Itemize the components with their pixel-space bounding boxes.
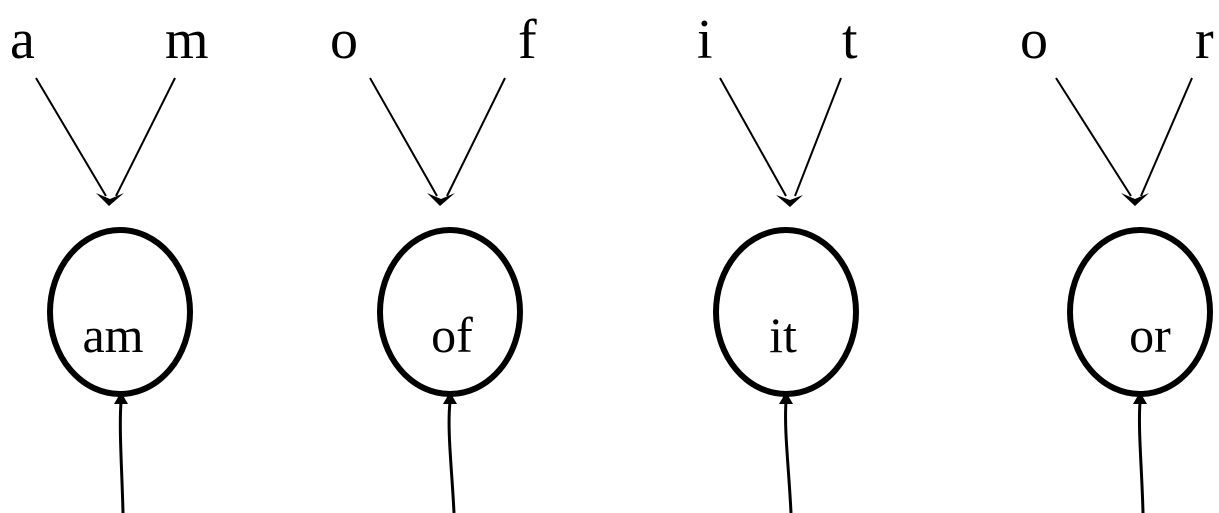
arrow-right bbox=[794, 77, 842, 197]
letter-left: a bbox=[10, 9, 35, 71]
balloon-group-of: o f of bbox=[330, 9, 537, 513]
letter-right: m bbox=[165, 9, 209, 71]
balloon-word: or bbox=[1129, 307, 1171, 363]
arrow-left bbox=[1055, 77, 1132, 197]
arrowhead bbox=[427, 193, 455, 206]
balloon-knot bbox=[1133, 392, 1147, 404]
letter-left: i bbox=[697, 9, 713, 71]
balloon-group-am: a m am bbox=[10, 9, 209, 513]
balloon-word: of bbox=[431, 307, 473, 363]
arrow-right bbox=[1140, 77, 1193, 197]
letter-left: o bbox=[330, 9, 358, 71]
balloon-knot bbox=[114, 392, 128, 404]
arrow-right bbox=[115, 77, 176, 197]
letter-right: t bbox=[842, 9, 858, 71]
arrowhead bbox=[96, 193, 124, 206]
balloon-string bbox=[1137, 401, 1145, 513]
arrow-left bbox=[369, 77, 438, 197]
balloon-string bbox=[447, 401, 456, 513]
balloon-word: it bbox=[769, 307, 797, 363]
balloon-group-it: i t it bbox=[697, 9, 859, 513]
arrow-left bbox=[35, 77, 107, 197]
balloon-knot bbox=[443, 392, 457, 404]
arrowhead bbox=[1121, 193, 1149, 206]
balloon-string bbox=[784, 401, 793, 513]
arrow-right bbox=[446, 77, 506, 197]
balloon-word: am bbox=[82, 307, 143, 363]
arrow-left bbox=[719, 77, 787, 197]
letter-right: f bbox=[518, 9, 537, 71]
balloon-knot bbox=[779, 392, 793, 404]
balloon-group-or: o r or bbox=[1020, 9, 1214, 513]
arrowhead bbox=[776, 195, 803, 207]
balloon-string bbox=[118, 401, 125, 513]
letter-left: o bbox=[1020, 9, 1048, 71]
letter-right: r bbox=[1195, 9, 1214, 71]
